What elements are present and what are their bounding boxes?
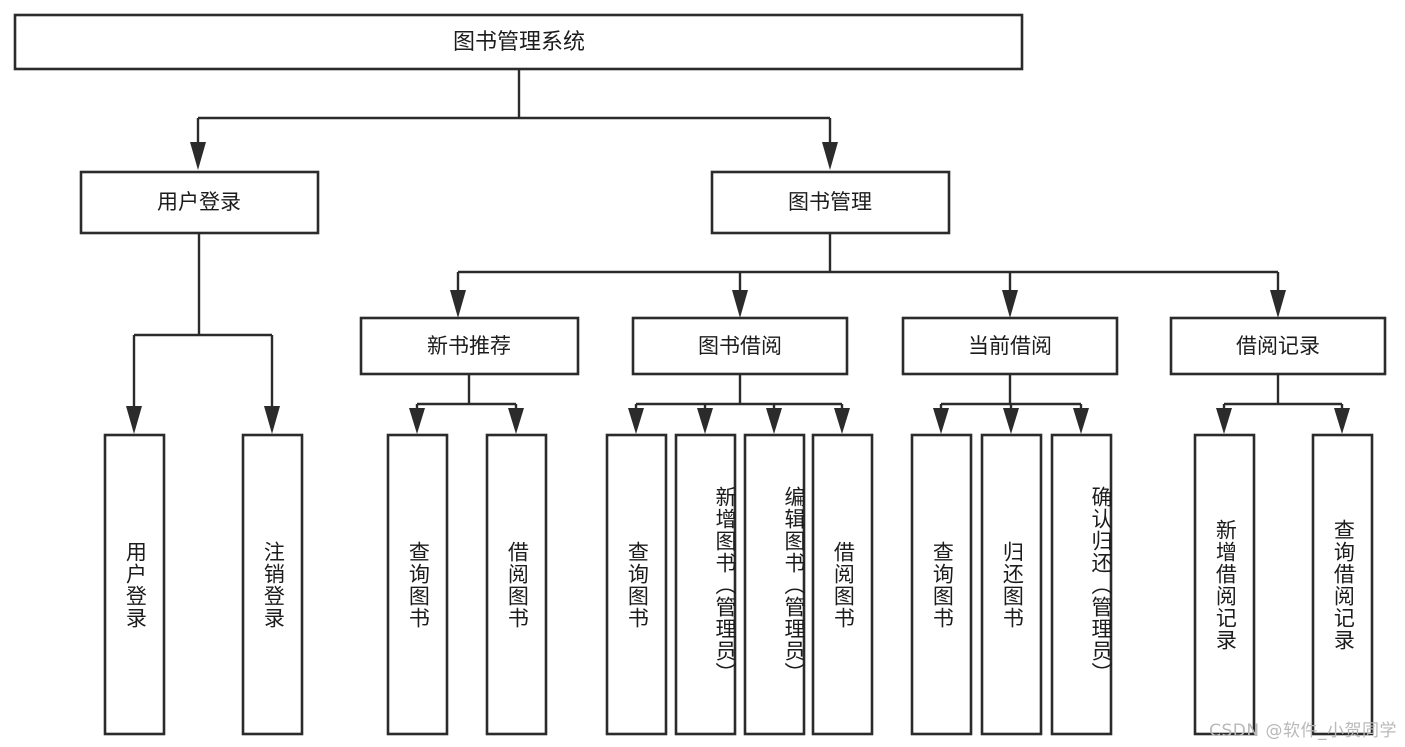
node-leaf-lend-edit-box[interactable] (743, 433, 806, 736)
arrow-userlogin-leaf-2 (264, 406, 280, 434)
arrow-root-to-book-mgmt (822, 142, 838, 170)
arrow-lend-leaf-3 (766, 408, 782, 434)
arrow-newbook-leaf-1 (409, 408, 425, 434)
arrow-lend-leaf-4 (834, 408, 850, 434)
node-layer: 图书管理系统 用户登录 图书管理 新书推荐 图书借阅 当前借阅 借阅记录 (13, 13, 1387, 736)
node-root-box[interactable] (13, 13, 1024, 71)
arrow-record-leaf-1 (1216, 408, 1232, 434)
arrow-current-leaf-3 (1073, 408, 1089, 434)
arrow-userlogin-leaf-1 (126, 406, 142, 434)
arrow-current-leaf-1 (933, 408, 949, 434)
node-book-mgmt-label: 图书管理 (788, 190, 872, 214)
node-user-login-box[interactable] (79, 170, 320, 235)
connector-layer (126, 69, 1350, 434)
node-new-book-box[interactable] (359, 316, 580, 376)
arrow-lend-leaf-1 (628, 408, 644, 434)
csdn-watermark: CSDN @软件_小贺同学 (1209, 721, 1397, 741)
node-leaf-cur-confirm-box[interactable] (1050, 433, 1113, 736)
node-leaf-user-login-box[interactable] (103, 433, 166, 736)
node-book-mgmt-box[interactable] (710, 170, 951, 235)
node-leaf-lend-add-box[interactable] (674, 433, 737, 736)
node-root-label: 图书管理系统 (453, 30, 585, 55)
node-user-login-label: 用户登录 (157, 190, 241, 214)
node-book-lend-box[interactable] (631, 316, 849, 376)
node-leaf-rec-query-box[interactable] (386, 433, 449, 736)
node-new-book-label: 新书推荐 (427, 334, 511, 358)
node-leaf-cur-return-box[interactable] (980, 433, 1043, 736)
node-current-lend-box[interactable] (901, 316, 1119, 376)
node-leaf-log-add-box[interactable] (1193, 433, 1256, 736)
arrow-bookmgmt-to-lend (732, 290, 748, 318)
node-leaf-lend-query-box[interactable] (605, 433, 668, 736)
node-leaf-user-logout-box[interactable] (241, 433, 304, 736)
node-leaf-cur-query-box[interactable] (910, 433, 973, 736)
node-lend-record-label: 借阅记录 (1236, 334, 1320, 358)
node-book-lend-label: 图书借阅 (698, 334, 782, 358)
node-current-lend-label: 当前借阅 (968, 334, 1052, 358)
arrow-current-leaf-2 (1003, 408, 1019, 434)
node-leaf-rec-borrow-box[interactable] (485, 433, 548, 736)
arrow-bookmgmt-to-newbook (450, 290, 466, 318)
arrow-root-to-user-login (190, 142, 206, 170)
arrow-record-leaf-2 (1334, 408, 1350, 434)
node-leaf-lend-borrow-box[interactable] (811, 433, 874, 736)
node-leaf-log-query-box[interactable] (1311, 433, 1374, 736)
arrow-bookmgmt-to-current (1002, 290, 1018, 318)
arrow-newbook-leaf-2 (508, 408, 524, 434)
arrow-lend-leaf-2 (697, 408, 713, 434)
arrow-bookmgmt-to-record (1270, 290, 1286, 318)
node-lend-record-box[interactable] (1169, 316, 1387, 376)
